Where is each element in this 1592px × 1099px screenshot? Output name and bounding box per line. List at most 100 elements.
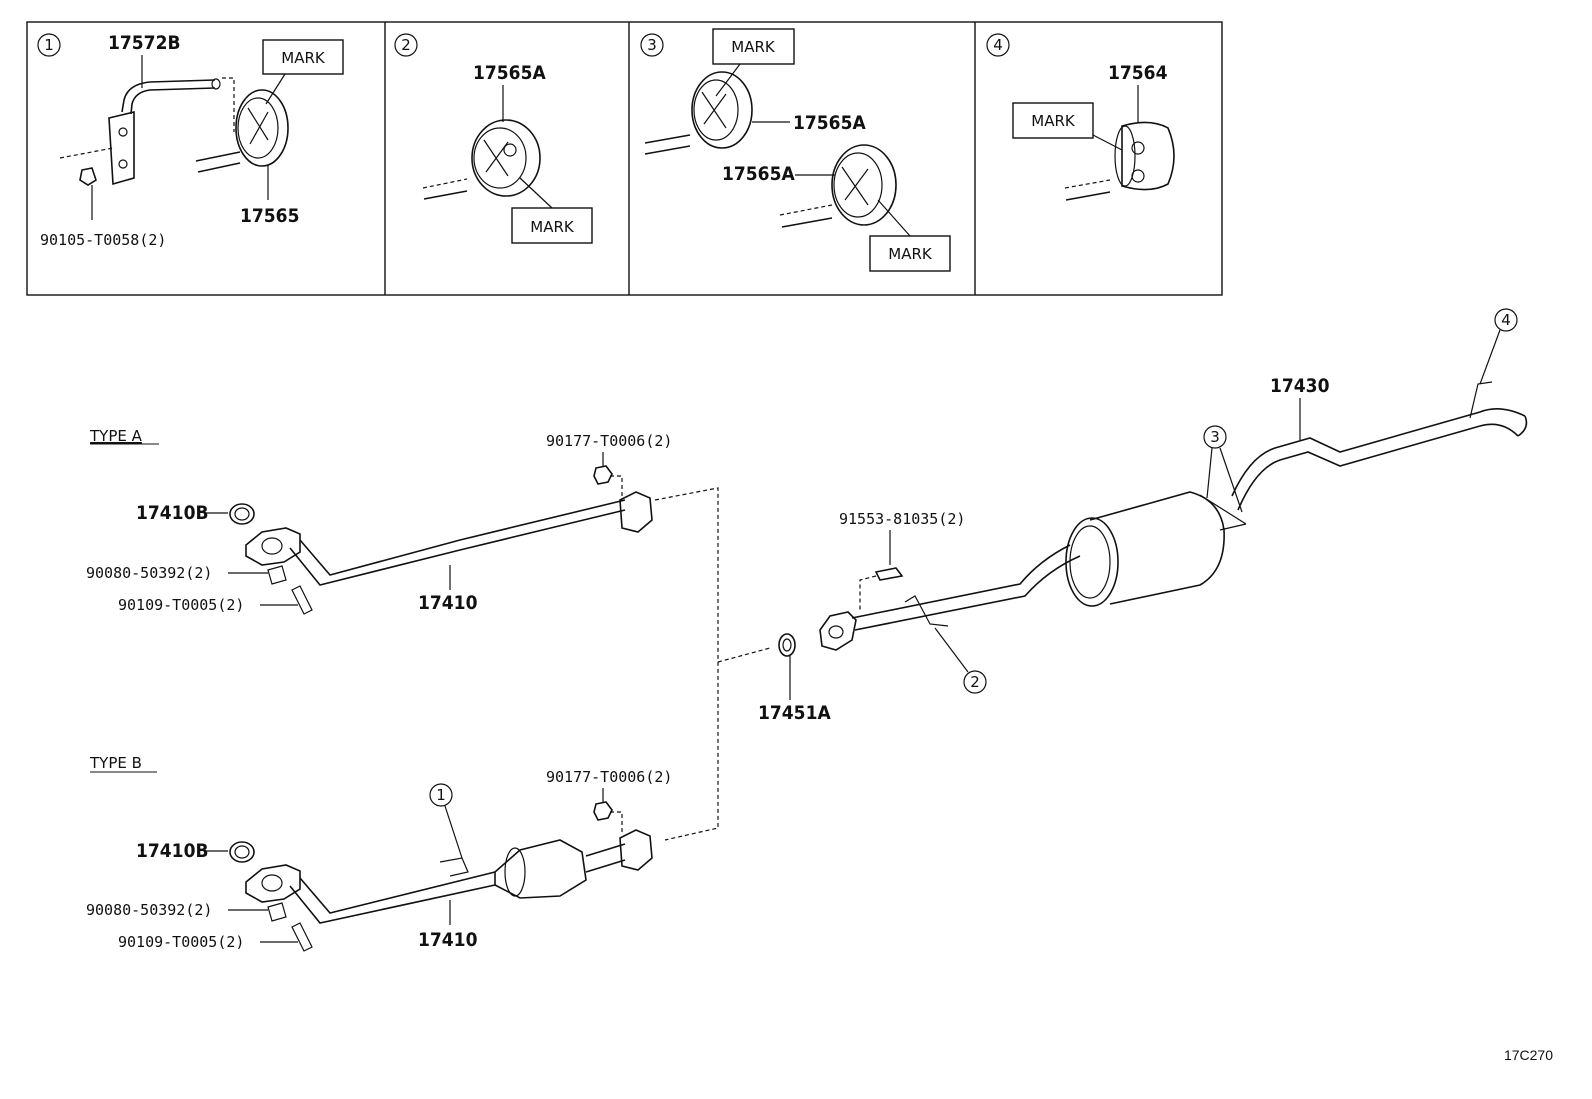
part-number-90109-T0005: 90109-T0005(2) [118, 933, 244, 951]
part-number-17410B: 17410B [136, 502, 209, 524]
part-number-17410: 17410 [418, 929, 478, 951]
pipe-stub [197, 162, 241, 173]
bolt [291, 922, 313, 952]
rubber-hanger-inner [473, 127, 527, 189]
nut [593, 801, 613, 821]
rubber-hanger [691, 71, 753, 149]
callout-circle [37, 33, 61, 57]
gasket-ring-inner [234, 845, 250, 859]
callout-number: 1 [44, 36, 54, 54]
mark-label: MARK [731, 38, 776, 56]
part-number-17410: 17410 [418, 592, 478, 614]
detail-panel-4: 4 17564 MARK [986, 33, 1175, 201]
type-b-assembly: TYPE B 17410B 1 90080-50392(2) 90109-T00… [86, 754, 672, 952]
hanger-web [701, 91, 727, 129]
part-number-90105-T0058: 90105-T0058(2) [40, 231, 166, 249]
pipe-flange [245, 527, 301, 566]
callout-circle [429, 783, 453, 807]
mark-label: MARK [530, 218, 575, 236]
flange-hole [261, 874, 283, 892]
pipe-stub [423, 190, 468, 200]
dash-line [859, 575, 877, 612]
part-number-17430: 17430 [1270, 375, 1330, 397]
detail-panel-2: 2 17565A MARK [394, 33, 593, 244]
hanger-bracket-plate [108, 110, 135, 186]
converter-end [504, 847, 526, 897]
muffler-bracket [1199, 494, 1247, 531]
type-b-heading: TYPE B [89, 754, 142, 772]
muffler-end [1065, 517, 1119, 607]
leader-line [1219, 447, 1243, 513]
callout-number: 3 [1210, 428, 1220, 446]
callout-circle [394, 33, 418, 57]
leader-line [265, 73, 286, 105]
detail-panel-frame [26, 21, 1223, 296]
hanger-bracket-rod [121, 79, 216, 113]
pipe-stub [1064, 179, 1111, 189]
stud [267, 565, 287, 585]
rubber-hanger-inner [693, 79, 739, 141]
front-pipe [299, 499, 626, 576]
leader-line [877, 199, 911, 237]
intermediate-pipe [854, 555, 1081, 631]
mark-label: MARK [1031, 112, 1076, 130]
leader-line [1092, 134, 1123, 151]
callout-circle [963, 670, 987, 694]
pipe-stub [422, 178, 468, 189]
part-number-17565: 17565 [240, 205, 299, 227]
part-number-90080-50392: 90080-50392(2) [86, 901, 212, 919]
gasket-ring [778, 633, 796, 657]
detail-panel-1: 1 17572B 90105-T0058(2) MARK 17565 [37, 32, 344, 249]
rubber-hanger-face [1114, 125, 1136, 187]
front-pipe [289, 884, 496, 924]
mark-box [1012, 102, 1094, 139]
part-number-17572B: 17572B [108, 32, 181, 54]
dash-line [610, 811, 623, 832]
connection-dash-line [654, 487, 719, 841]
type-a-heading: TYPE A [89, 427, 143, 445]
catalytic-converter [494, 839, 587, 899]
flange-hole [828, 625, 844, 639]
detail-panels [26, 21, 1223, 296]
leader-line [1479, 329, 1501, 385]
bolt [291, 585, 313, 615]
pipe-outlet-flange [619, 491, 653, 533]
leader-line [934, 627, 969, 673]
mark-label: MARK [888, 245, 933, 263]
leader-line [715, 63, 741, 97]
diagram-reference-code: 17C270 [1504, 1047, 1553, 1063]
mark-box [511, 207, 593, 244]
part-number-90080-50392: 90080-50392(2) [86, 564, 212, 582]
pipe-stub [195, 151, 241, 162]
dash-line [59, 147, 114, 159]
front-pipe [289, 509, 626, 586]
intermediate-pipe [851, 544, 1071, 619]
rubber-hanger [235, 89, 289, 167]
pipe-stub [1065, 191, 1111, 201]
muffler-body [1089, 491, 1225, 605]
callout-number: 4 [993, 36, 1003, 54]
pipe-flange [819, 611, 857, 651]
rear-exhaust-assembly: 17451A 91553-81035(2) 2 3 4 17430 [758, 308, 1528, 724]
callout-number: 3 [647, 36, 657, 54]
hanger-web [247, 107, 269, 145]
bolt-head [79, 167, 97, 186]
leader-line [1206, 447, 1213, 499]
tailpipe-hanger [1469, 381, 1493, 419]
nut [593, 465, 613, 485]
callout-number: 2 [970, 673, 980, 691]
hanger-bracket [439, 857, 469, 877]
part-number-17565A: 17565A [473, 62, 546, 84]
part-number-91553-81035: 91553-81035(2) [839, 510, 965, 528]
gasket-ring-inner [234, 507, 250, 521]
pipe-stub [644, 134, 691, 144]
pipe-stub [781, 217, 833, 228]
rubber-hanger [1121, 121, 1175, 191]
hanger-web [841, 166, 869, 206]
tailpipe [1231, 408, 1526, 497]
dash-line [222, 77, 235, 132]
hanger-bracket-rod [130, 87, 216, 115]
part-number-17564: 17564 [1108, 62, 1168, 84]
part-number-90177-T0006: 90177-T0006(2) [546, 432, 672, 450]
